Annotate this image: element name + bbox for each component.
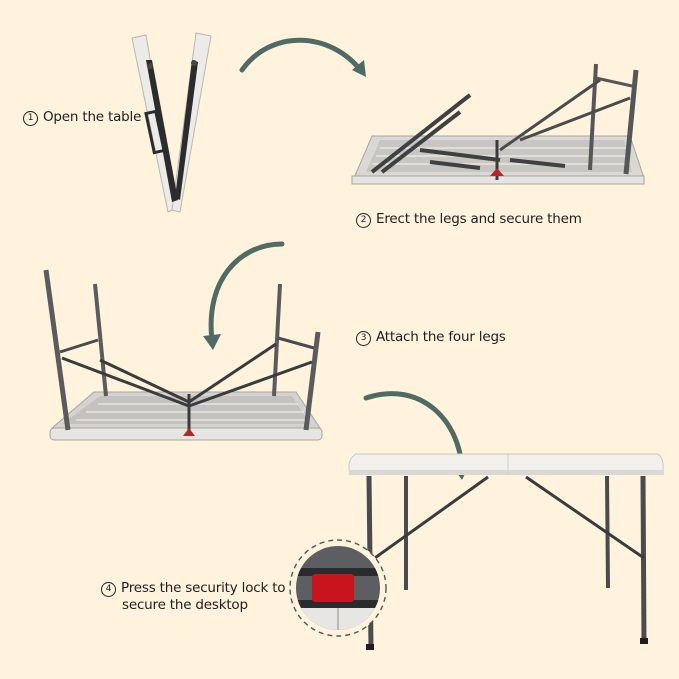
table-all-legs-illustration	[43, 269, 323, 441]
step-4-label: 4 Press the security lock to secure the d…	[101, 580, 286, 614]
table-upright-illustration	[348, 453, 664, 650]
step-3-label: 3 Attach the four legs	[356, 329, 506, 346]
folded-table-illustration	[131, 32, 212, 213]
arrow-icon-step2	[203, 241, 285, 350]
step-number-badge: 2	[356, 213, 371, 228]
step-2-text: Erect the legs and secure them	[376, 211, 582, 227]
step-4-text-line2: secure the desktop	[122, 597, 248, 613]
step-number-badge: 3	[356, 331, 371, 346]
arrow-icon-step1	[239, 37, 366, 77]
step-1-label: 1 Open the table	[23, 109, 141, 126]
step-1-text: Open the table	[43, 109, 142, 125]
step-4-text-line1: Press the security lock to	[121, 580, 286, 596]
step-2-label: 2 Erect the legs and secure them	[356, 211, 582, 228]
step-3-text: Attach the four legs	[376, 329, 506, 345]
step-number-badge: 4	[101, 582, 116, 597]
step-number-badge: 1	[23, 111, 38, 126]
security-lock-closeup	[289, 539, 387, 637]
table-partial-legs-illustration	[351, 63, 645, 185]
